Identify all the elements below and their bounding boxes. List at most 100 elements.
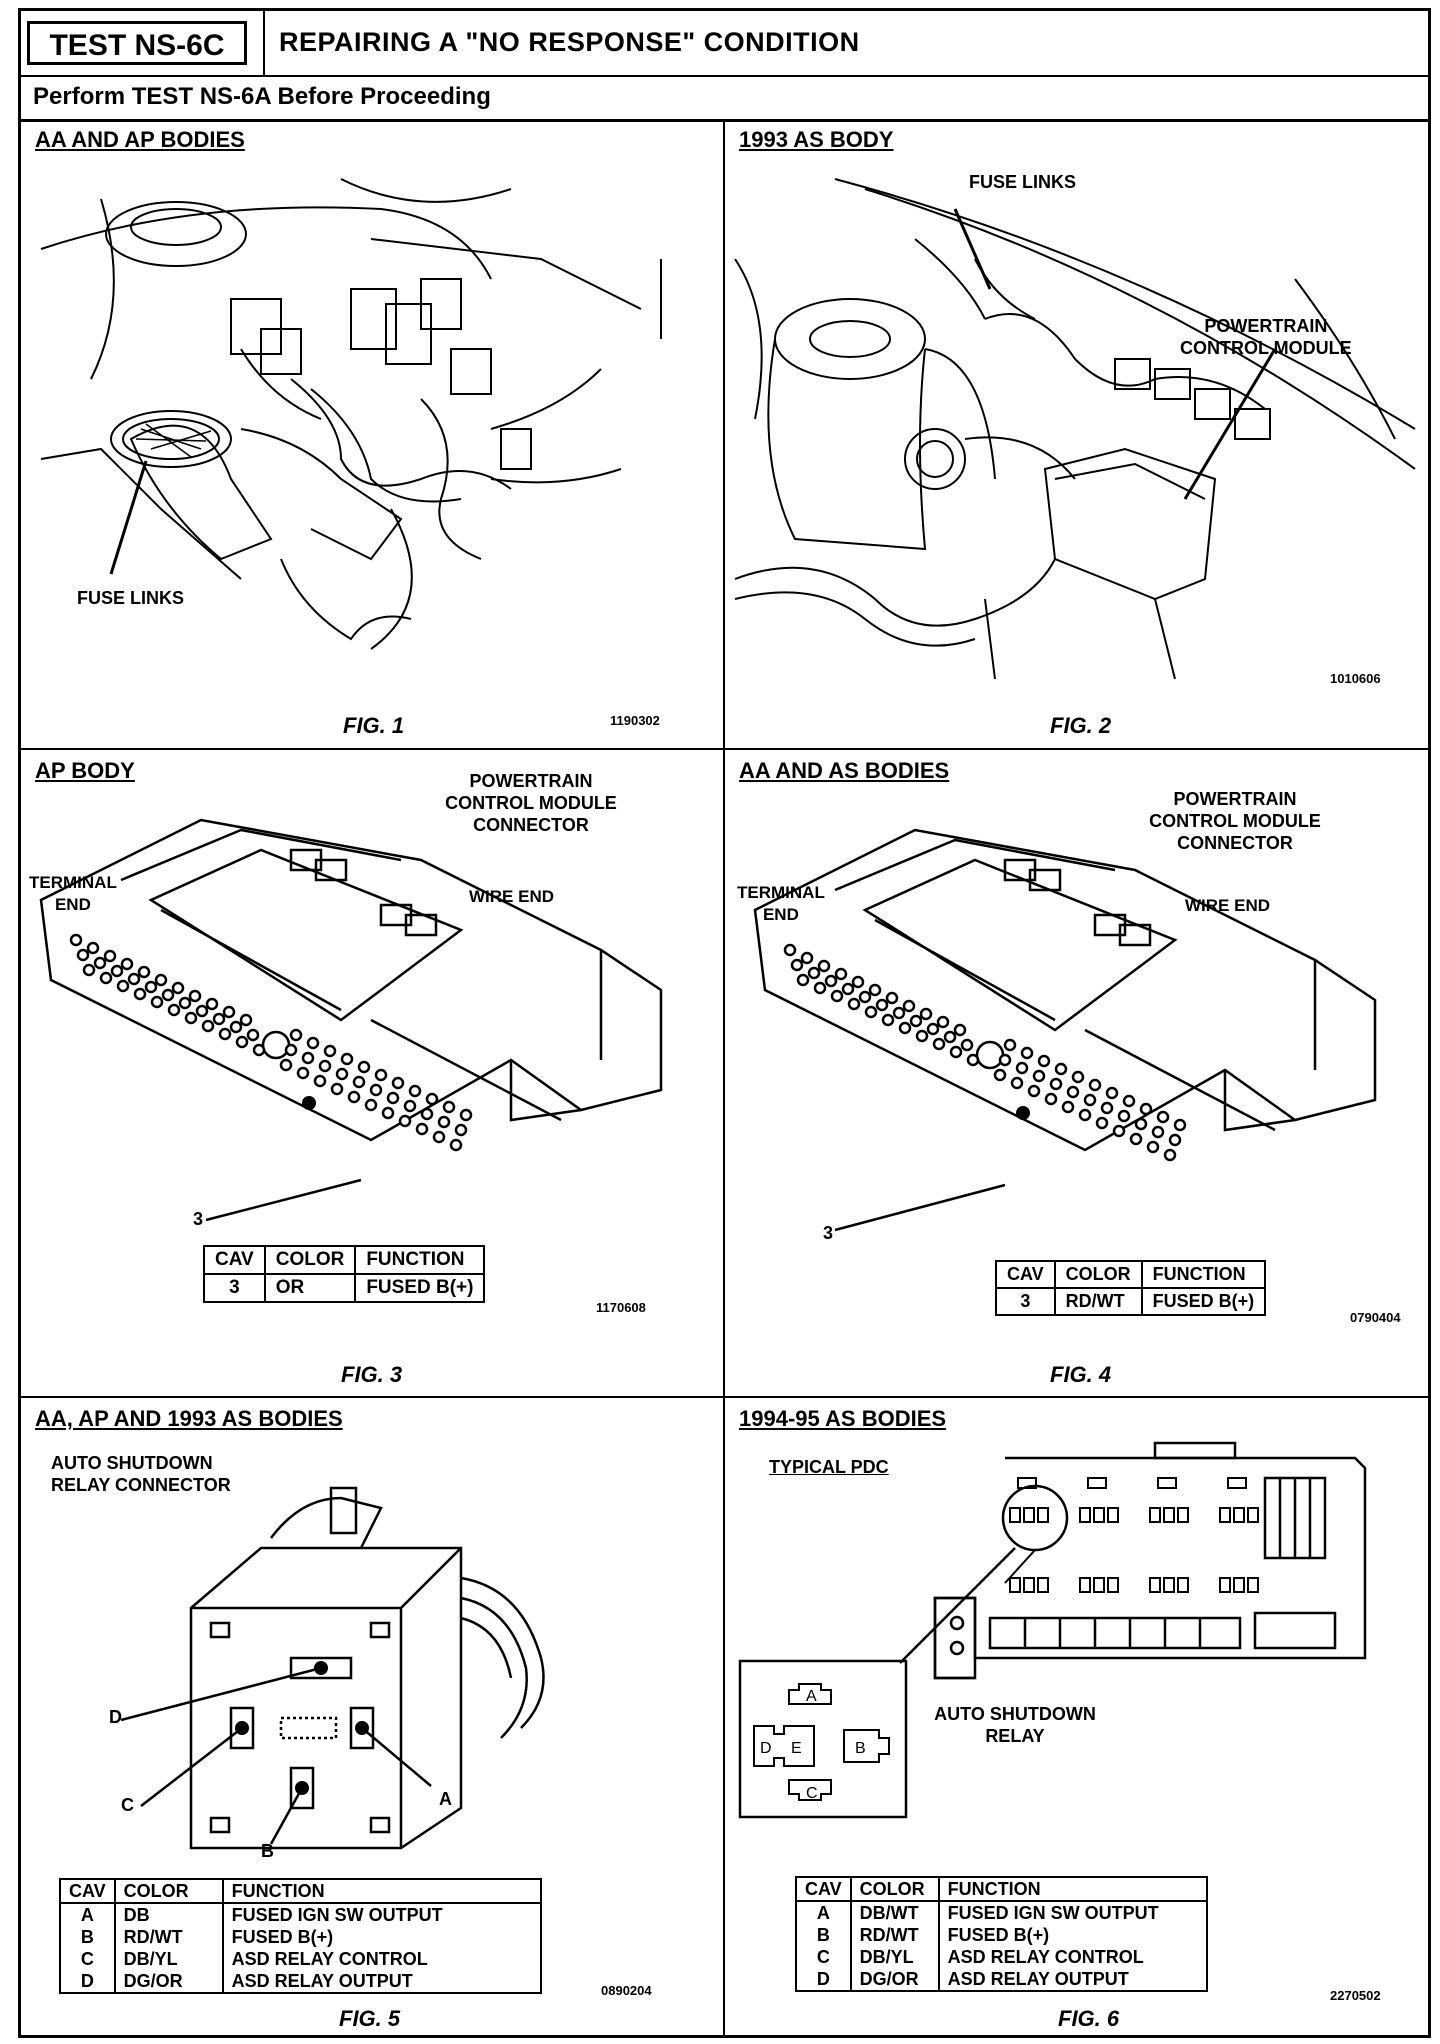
label-line-2: CONTROL MODULE [445,793,617,813]
cavity-3-pin [302,1096,316,1110]
engine-bay-fuse-links-illustration [40,178,662,650]
pcm-connector-label: POWERTRAIN CONTROL MODULE CONNECTOR [421,770,641,836]
label-line-1: AUTO SHUTDOWN [934,1704,1096,1724]
connector-pin [229,1020,243,1034]
connector-pin [161,988,175,1002]
header-color: COLOR [1053,1260,1143,1289]
pdc-cavity [1233,1507,1245,1523]
label-line-1: POWERTRAIN [469,771,593,791]
connector-pin [171,981,185,995]
cavity-a-label: A [439,1789,452,1809]
header-color: COLOR [263,1245,357,1275]
connector-pin [796,973,810,987]
pdc-cavity [1037,1577,1049,1593]
connector-pin [212,1012,226,1026]
connector-pin [817,959,831,973]
figure-code: 1190302 [610,713,660,728]
cavity-3-pin [1016,1106,1030,1120]
connector-pin [851,975,865,989]
connector-pin [1151,1125,1165,1139]
panel-fig-4: AA AND AS BODIES POWERTRAIN CONTROL MODU… [725,750,1428,1396]
connector-pin [830,989,844,1003]
pin-c-label: C [806,1785,818,1802]
connector-pin [966,1053,980,1067]
connector-pin [909,1014,923,1028]
connector-pin [1134,1117,1148,1131]
connector-pin [201,1019,215,1033]
label-line-1: AUTO SHUTDOWN [51,1453,213,1473]
asd-relay-label: AUTO SHUTDOWN RELAY [915,1703,1115,1747]
label-line-2: CONTROL MODULE [1149,811,1321,831]
connector-pin [347,1090,361,1104]
connector-pin [1032,1069,1046,1083]
panel-title: AA AND AP BODIES [35,127,245,152]
connector-pin [824,974,838,988]
test-id-box: TEST NS-6C [27,21,247,65]
connector-pin [313,1074,327,1088]
connector-pin [1044,1092,1058,1106]
pcm-connector-label: POWERTRAIN CONTROL MODULE CONNECTOR [1125,788,1345,854]
connector-pin [858,990,872,1004]
connector-pin [335,1067,349,1081]
label-line-1: POWERTRAIN [1173,789,1297,809]
connector-pin [289,1028,303,1042]
terminal-end-label: TERMINAL END [737,882,825,926]
connector-pin [932,1037,946,1051]
connector-pin [953,1023,967,1037]
cavity-c-label: C [121,1795,134,1815]
connector-pin [323,1044,337,1058]
connector-pin [1139,1102,1153,1116]
connector-pin [1083,1093,1097,1107]
connector-pin [449,1138,463,1152]
connector-pin [1117,1109,1131,1123]
connector-pin [120,957,134,971]
wire-end-label: WIRE END [469,887,554,906]
connector-pin [235,1035,249,1049]
connector-pin [330,1082,344,1096]
connector-pin [1112,1124,1126,1138]
pdc-cavity [1177,1507,1189,1523]
label-line-1: TERMINAL [737,883,825,902]
figure-code: 0890204 [601,1983,652,1998]
connector-pin [1061,1100,1075,1114]
connector-pin [205,997,219,1011]
connector-pin [892,1006,906,1020]
table-row: 3 OR FUSED B(+) [203,1273,486,1303]
connector-pin [398,1114,412,1128]
label-line-3: CONNECTOR [473,815,589,835]
connector-pin [103,949,117,963]
header-cav: CAV [203,1245,266,1275]
asd-relay-connector-illustration [120,1486,545,1850]
connector-pin [998,1053,1012,1067]
connector-pin [459,1108,473,1122]
connector-pin [841,982,855,996]
connector-pin [296,1066,310,1080]
pdc-fuse [1227,1477,1247,1489]
page-header: TEST NS-6C REPAIRING A "NO RESPONSE" CON… [21,11,1428,77]
connector-pin [790,958,804,972]
cavity-table: CAV COLOR FUNCTION 3 OR FUSED B(+) [203,1245,486,1303]
connector-pin [442,1100,456,1114]
connector-pin [1095,1116,1109,1130]
grid-vertical-divider [723,119,725,2038]
connector-pin [301,1051,315,1065]
label-line-2: END [762,905,799,924]
connector-pin [144,980,158,994]
header-divider [263,11,265,75]
figure-caption: FIG. 4 [1050,1362,1112,1387]
connector-pin [868,983,882,997]
typical-pdc-label: TYPICAL PDC [769,1457,889,1477]
pdc-cavity [1023,1507,1035,1523]
pdc-cavity [1149,1507,1161,1523]
pdc-cavity [1247,1577,1259,1593]
connector-pin [1027,1084,1041,1098]
connector-pin [1010,1076,1024,1090]
connector-pin [116,979,130,993]
cavity-table: CAV COLOR FUNCTION 3 RD/WT FUSED B(+) [995,1260,1267,1316]
header-function: FUNCTION [354,1245,486,1275]
connector-pin [1122,1094,1136,1108]
